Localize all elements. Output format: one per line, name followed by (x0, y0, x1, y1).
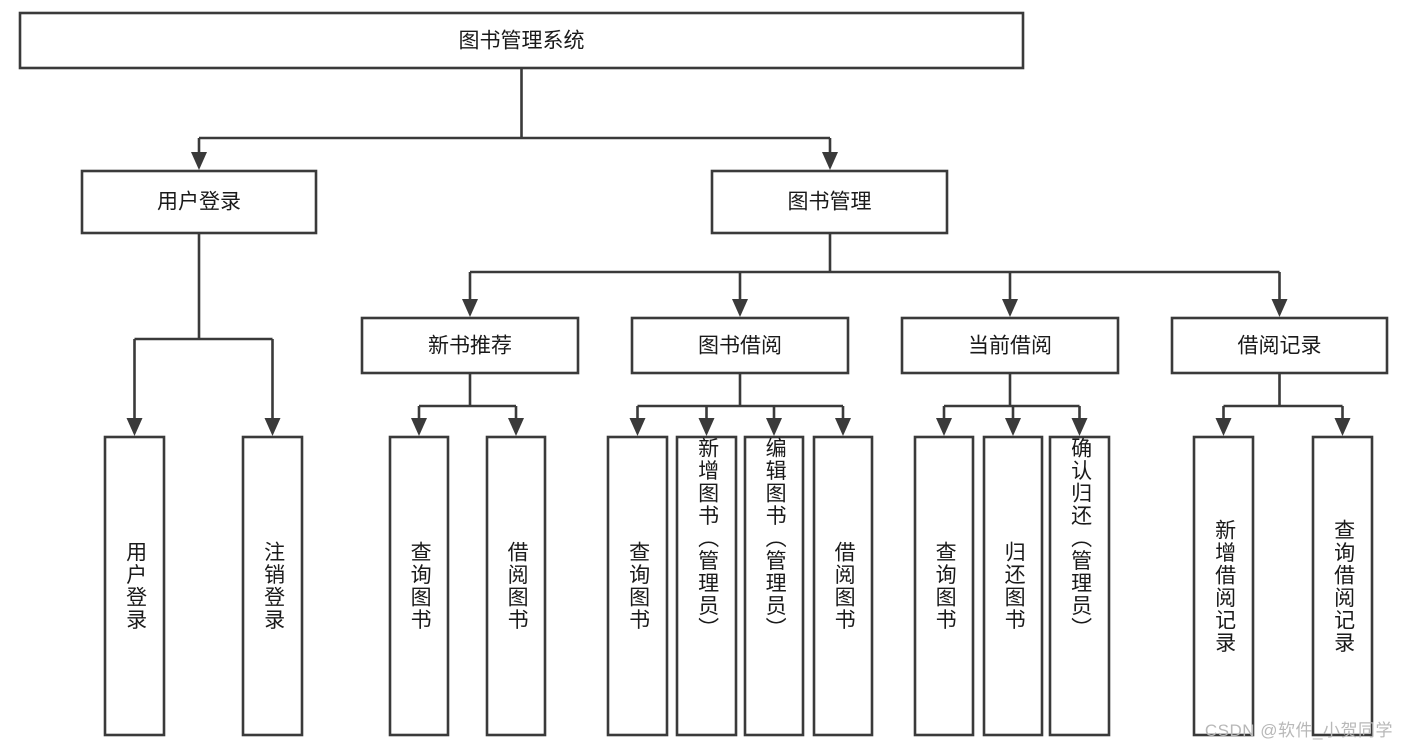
arrow-root-to-book-mgmt (822, 152, 838, 170)
node-book-borrow[interactable] (630, 316, 850, 375)
connector-borrow-bus (637, 373, 843, 408)
node-leaf-query-borrow-record[interactable] (1311, 435, 1374, 737)
arrow-borrow-to-leaf3 (766, 418, 782, 436)
node-leaf-borrow-book[interactable] (812, 435, 874, 737)
arrow-new-books-to-leaf2 (508, 418, 524, 436)
node-leaf-query-books-recommend[interactable] (388, 435, 450, 737)
node-leaf-user-login[interactable] (103, 435, 166, 737)
node-leaf-borrow-books-recommend[interactable] (485, 435, 547, 737)
node-new-book-recommend[interactable] (360, 316, 580, 375)
arrow-new-books-to-leaf1 (411, 418, 427, 436)
connector-current-bus (944, 373, 1080, 408)
node-leaf-query-books-borrow[interactable] (606, 435, 669, 737)
arrow-book-mgmt-to-borrow (732, 299, 748, 317)
node-new-book-recommend-label: 新书推荐 (428, 335, 512, 358)
node-current-borrow-label: 当前借阅 (968, 335, 1052, 358)
connector-book-mgmt-bus (470, 233, 1280, 274)
arrow-records-to-leaf1 (1215, 418, 1232, 436)
arrow-current-to-leaf3 (1071, 418, 1088, 436)
node-book-management[interactable] (710, 169, 949, 235)
arrow-user-login-to-leaf1 (126, 418, 143, 436)
arrow-book-mgmt-to-current (1002, 299, 1018, 317)
arrow-borrow-to-leaf1 (629, 418, 646, 436)
node-borrow-records[interactable] (1170, 316, 1389, 375)
node-user-login-label: 用户登录 (157, 191, 241, 214)
node-leaf-query-books-current[interactable] (913, 435, 975, 737)
connector-records-bus (1223, 373, 1343, 408)
node-book-borrow-label: 图书借阅 (698, 335, 782, 358)
arrow-current-to-leaf1 (936, 418, 952, 436)
node-leaf-confirm-return-admin[interactable] (1048, 435, 1111, 737)
connector-root-bus (199, 68, 830, 140)
node-leaf-add-book-admin[interactable] (675, 435, 738, 737)
connector-new-books-bus (419, 373, 516, 408)
node-leaf-return-book[interactable] (982, 435, 1044, 737)
node-leaf-logout[interactable] (241, 435, 304, 737)
arrow-borrow-to-leaf2 (698, 418, 715, 436)
node-root-label: 图书管理系统 (459, 30, 585, 53)
arrow-current-to-leaf2 (1005, 418, 1021, 436)
node-leaf-add-borrow-record[interactable] (1192, 435, 1255, 737)
node-book-management-label: 图书管理 (788, 191, 872, 214)
connector-layer (126, 68, 1351, 436)
node-layer: 图书管理系统 用户登录 图书管理 新书推荐 图书借阅 当前借阅 借阅记录 (18, 11, 1389, 737)
connector-user-login-bus (134, 233, 273, 341)
node-root[interactable] (18, 11, 1025, 70)
node-leaf-edit-book-admin[interactable] (743, 435, 805, 737)
arrow-records-to-leaf2 (1334, 418, 1351, 436)
arrow-root-to-user-login (191, 152, 207, 170)
node-current-borrow[interactable] (900, 316, 1120, 375)
node-user-login[interactable] (80, 169, 318, 235)
arrow-book-mgmt-to-new-books (462, 299, 478, 317)
arrow-borrow-to-leaf4 (835, 418, 851, 436)
arrow-book-mgmt-to-records (1271, 299, 1288, 317)
arrow-user-login-to-leaf2 (264, 418, 281, 436)
node-borrow-records-label: 借阅记录 (1238, 335, 1322, 358)
